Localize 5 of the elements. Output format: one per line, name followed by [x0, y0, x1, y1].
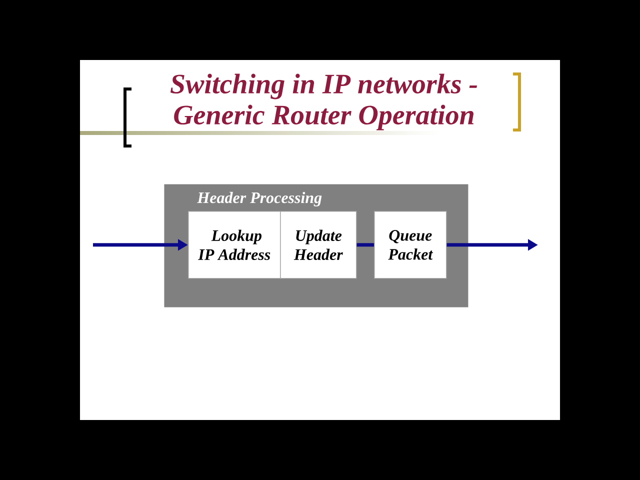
connector-line — [356, 243, 374, 247]
process-box: Update Header — [280, 211, 357, 279]
process-box: Lookup IP Address — [188, 211, 281, 279]
title: Switching in IP networks - Generic Router Operation — [170, 74, 478, 130]
process-box: Queue Packet — [374, 211, 447, 279]
